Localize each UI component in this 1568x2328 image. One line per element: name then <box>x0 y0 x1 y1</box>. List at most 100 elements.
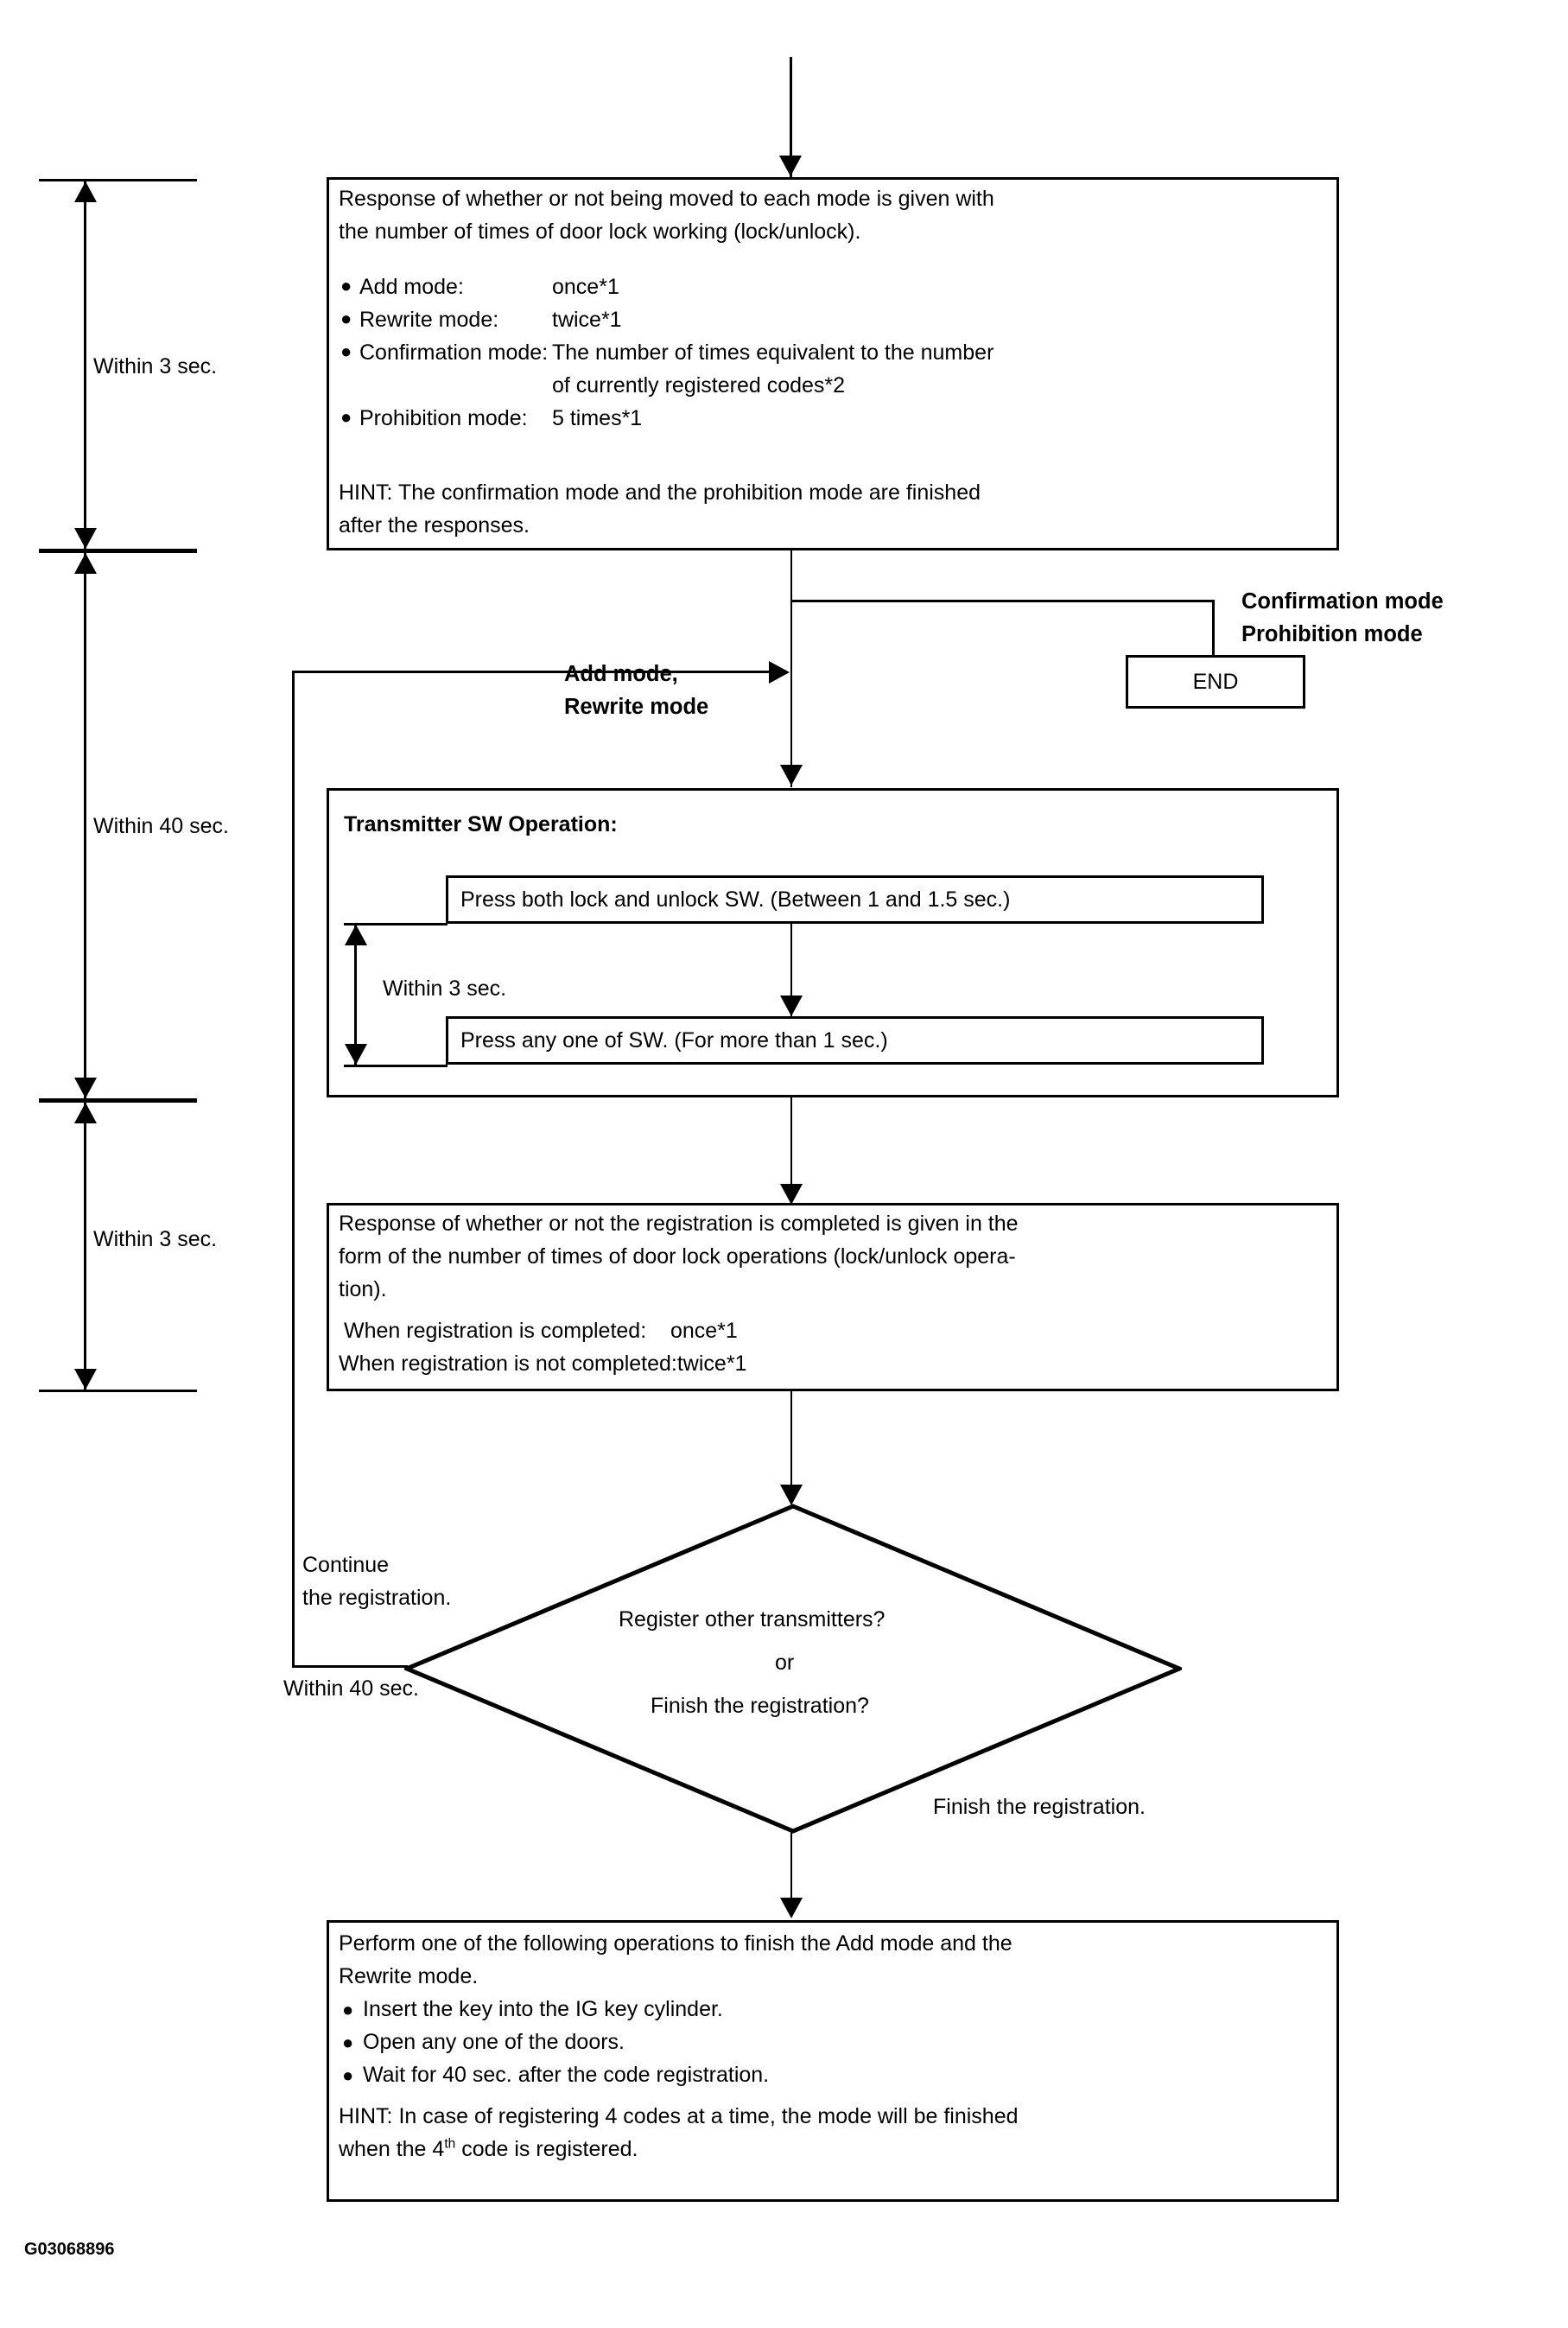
bracket2-bottom-tick <box>39 1098 197 1101</box>
bracket2-label: Within 40 sec. <box>93 814 230 838</box>
mode-row: ● Confirmation mode: The number of times… <box>340 340 1325 406</box>
bracket1-label: Within 3 sec. <box>93 354 218 378</box>
bracket2-arrow-down <box>74 1078 97 1098</box>
bracket1-arrow-up <box>74 181 97 202</box>
mode-row: ● Add mode: once*1 <box>340 275 1325 308</box>
end-node: END <box>1126 655 1305 709</box>
entry-arrow-head <box>779 156 802 176</box>
bullet-icon: ● <box>340 308 352 329</box>
finish-bullet-2: Open any one of the doors. <box>363 2030 625 2054</box>
bracket3-stem <box>84 1103 86 1391</box>
registration-response-row1: When registration is completed: once*1 <box>344 1319 738 1343</box>
inner-bracket-stem <box>354 925 357 1065</box>
box-response-mode-intro-line2: the number of times of door lock working… <box>339 219 861 244</box>
transmitter-step-connector <box>790 924 792 1017</box>
finish-line2: Rewrite mode. <box>339 1964 479 1988</box>
mode-name: Rewrite mode: <box>359 308 499 332</box>
label-rewrite-mode: Rewrite mode <box>564 695 709 719</box>
bracket3-arrow-up <box>74 1103 97 1123</box>
bracket2-stem <box>84 553 86 1101</box>
loopback-horizontal-bottom <box>292 1665 408 1668</box>
mode-name: Confirmation mode: <box>359 340 549 365</box>
box-response-mode-hint-line1: HINT: The confirmation mode and the proh… <box>339 480 981 505</box>
loopback-arrow-head <box>769 661 790 684</box>
mode-name: Prohibition mode: <box>359 406 528 430</box>
finish-hint-line1: HINT: In case of registering 4 codes at … <box>339 2104 1019 2128</box>
bullet-icon: ● <box>342 2032 354 2053</box>
bullet-icon: ● <box>342 2064 354 2086</box>
inner-bracket-arrow-down <box>345 1044 367 1065</box>
decision-branch-finish-label: Finish the registration. <box>933 1795 1146 1819</box>
mode-row: ● Rewrite mode: twice*1 <box>340 308 1325 340</box>
bullet-icon: ● <box>340 275 352 296</box>
finish-line1: Perform one of the following operations … <box>339 1931 1013 1956</box>
registration-response-line2: form of the number of times of door lock… <box>339 1244 1016 1269</box>
transmitter-step-connector-arrow <box>780 995 803 1016</box>
inner-bracket-bottom-tick <box>344 1065 448 1067</box>
loopback-vertical <box>292 671 295 1668</box>
spine-to-registration-response <box>790 1097 792 1205</box>
registration-response-line3: tion). <box>339 1277 387 1301</box>
spine-to-finish-box-arrow <box>780 1898 803 1918</box>
mode-row: ● Prohibition mode: 5 times*1 <box>340 406 1325 439</box>
bracket3-top-tick <box>39 1100 197 1103</box>
box-response-mode-intro-line1: Response of whether or not being moved t… <box>339 187 994 211</box>
decision-diamond <box>404 1504 1182 1834</box>
spine-to-transmitter-arrow <box>780 765 803 786</box>
bracket1-arrow-down <box>74 528 97 549</box>
box-response-mode <box>327 177 1339 550</box>
bracket1-bottom-tick <box>39 549 197 551</box>
finish-bullet-1: Insert the key into the IG key cylinder. <box>363 1997 723 2021</box>
bullet-icon: ● <box>342 1999 354 2020</box>
spine-to-registration-response-arrow <box>780 1184 803 1205</box>
box-response-mode-hint-line2: after the responses. <box>339 513 530 537</box>
label-confirmation-mode: Confirmation mode <box>1241 589 1444 614</box>
spine-to-finish-box <box>790 1830 792 1917</box>
finish-hint-line2: when the 4th code is registered. <box>339 2135 638 2164</box>
mode-value: once*1 <box>552 275 619 299</box>
mode-value: twice*1 <box>552 308 622 332</box>
label-prohibition-mode: Prohibition mode <box>1241 622 1423 646</box>
mode-list: ● Add mode: once*1 ● Rewrite mode: twice… <box>340 275 1325 439</box>
transmitter-step2-label: Press any one of SW. (For more than 1 se… <box>460 1027 888 1053</box>
decision-line3: Finish the registration? <box>651 1694 869 1718</box>
inner-bracket-label: Within 3 sec. <box>383 976 507 1001</box>
mode-value-cont: of currently registered codes*2 <box>552 373 846 398</box>
transmitter-step1-box: Press both lock and unlock SW. (Between … <box>446 875 1264 924</box>
entry-connector-line <box>790 57 792 178</box>
finish-hint-line2-pre: when the 4 <box>339 2137 445 2161</box>
mode-value: 5 times*1 <box>552 406 643 430</box>
box1-exit-line <box>790 550 792 684</box>
box-finish-operations <box>327 1920 1339 2202</box>
inner-bracket-arrow-up <box>345 925 367 945</box>
decision-line1: Register other transmitters? <box>619 1607 886 1632</box>
end-node-label: END <box>1192 669 1239 694</box>
finish-hint-line2-post: code is registered. <box>455 2137 638 2161</box>
registration-response-line1: Response of whether or not the registrat… <box>339 1212 1019 1236</box>
decision-branch-continue-line1: Continue <box>302 1553 390 1577</box>
transmitter-step1-label: Press both lock and unlock SW. (Between … <box>460 887 1011 912</box>
confirmation-branch-v <box>1212 600 1215 656</box>
spine-to-decision-arrow <box>780 1485 803 1505</box>
decision-branch-continue-time: Within 40 sec. <box>283 1676 420 1701</box>
bracket3-arrow-down <box>74 1369 97 1390</box>
box-transmitter-title: Transmitter SW Operation: <box>344 812 618 836</box>
bracket2-arrow-up <box>74 553 97 574</box>
mode-value: The number of times equivalent to the nu… <box>552 340 994 365</box>
loopback-horizontal-top <box>292 671 772 673</box>
decision-branch-continue-line2: the registration. <box>302 1586 452 1610</box>
registration-response-row2: When registration is not completed:twice… <box>339 1352 747 1376</box>
label-add-mode: Add mode, <box>564 662 678 686</box>
box-registration-response <box>327 1203 1339 1391</box>
confirmation-branch-h <box>790 600 1214 602</box>
transmitter-step2-box: Press any one of SW. (For more than 1 se… <box>446 1016 1264 1065</box>
bracket1-top-tick <box>39 179 197 181</box>
bracket1-stem <box>84 181 86 551</box>
bullet-icon: ● <box>340 340 352 362</box>
bracket3-bottom-tick <box>39 1390 197 1392</box>
inner-bracket-top-tick <box>344 923 448 925</box>
spine-to-transmitter <box>790 671 792 787</box>
bracket2-top-tick <box>39 550 197 553</box>
finish-hint-ordinal: th <box>444 2136 456 2152</box>
